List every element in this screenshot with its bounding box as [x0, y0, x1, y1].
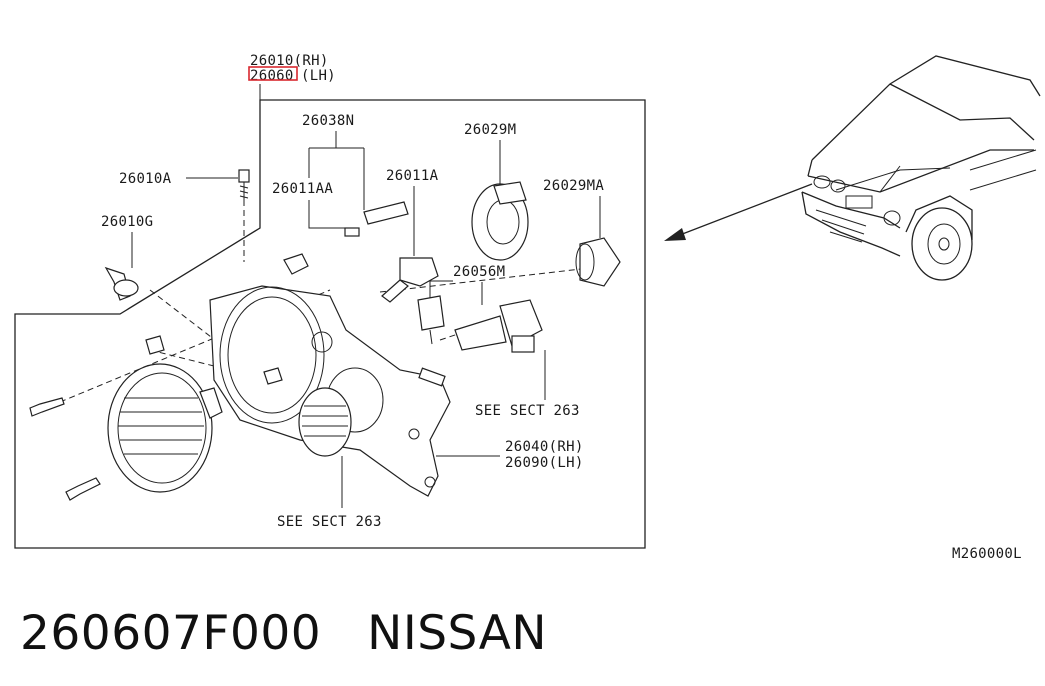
- callout-26010a: 26010A: [119, 171, 172, 187]
- callout-26011aa: 26011AA: [272, 181, 333, 197]
- fog-lens-part: [298, 387, 352, 457]
- callout-26011a: 26011A: [386, 168, 439, 184]
- bulb-26011a-part: [381, 257, 439, 303]
- part-number: 260607F000: [20, 605, 322, 661]
- bolt-part: [238, 169, 250, 200]
- screw-upper-part: [29, 397, 65, 417]
- socket-26029m-part: [471, 181, 529, 261]
- assembly-frame: [14, 99, 646, 549]
- connector-part: [145, 253, 309, 385]
- callout-26060-side: (LH): [301, 68, 336, 84]
- callout-26010g: 26010G: [101, 214, 153, 230]
- diagram-code: M260000L: [952, 546, 1022, 562]
- cap-26029ma-part: [575, 237, 621, 287]
- screw-lower-part: [65, 477, 101, 501]
- callout-26056m: 26056M: [453, 264, 505, 280]
- callout-26060-number: 26060: [250, 68, 294, 84]
- headlamp-lens-part: [107, 363, 223, 493]
- grommet-part: [104, 266, 139, 301]
- callout-26040-rh: 26040(RH): [505, 439, 584, 455]
- clip-26056m-part: [417, 295, 445, 345]
- vehicle-illustration: [801, 55, 1041, 281]
- brand-name: NISSAN: [367, 605, 548, 661]
- part-caption: 260607F000 NISSAN: [20, 598, 547, 668]
- callout-26029m: 26029M: [464, 122, 516, 138]
- highlight-box: [248, 66, 298, 81]
- callout-26029ma: 26029MA: [543, 178, 604, 194]
- bulb-26011aa-part: [344, 201, 409, 237]
- callout-see-sect-lower: SEE SECT 263: [277, 514, 382, 530]
- location-arrow: [664, 183, 813, 241]
- fog-bulb-part: [454, 299, 543, 353]
- callout-26090-lh: 26090(LH): [505, 455, 584, 471]
- callout-see-sect-upper: SEE SECT 263: [475, 403, 580, 419]
- parts-diagram: 26010(RH) 26060 (LH) 26038N 26029M 26010…: [14, 53, 1041, 562]
- callout-26010-rh: 26010(RH): [250, 53, 329, 69]
- callout-26038n: 26038N: [302, 113, 354, 129]
